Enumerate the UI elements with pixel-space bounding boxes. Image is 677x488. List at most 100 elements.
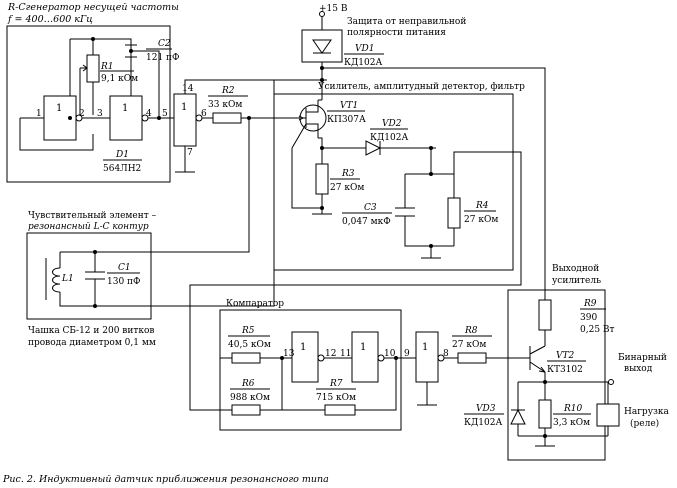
r10-value: 3,3 кОм — [553, 418, 590, 428]
c1-capacitor — [85, 271, 105, 280]
r6-resistor — [231, 404, 261, 416]
r9-resistor — [538, 299, 552, 331]
r10-resistor — [538, 399, 552, 429]
r6-value: 988 кОм — [230, 393, 270, 403]
core-note: Чашка СБ-12 и 200 витков — [28, 326, 154, 336]
d1-value: 564ЛН2 — [103, 164, 141, 174]
generator-title: R-Сгенератор несущей частоты — [7, 2, 179, 13]
l1-coil — [52, 267, 61, 293]
c3-capacitor — [395, 207, 415, 217]
output-gate — [415, 331, 439, 383]
sensor-title: Чувствительный элемент – — [28, 211, 157, 221]
pin-6: 6 — [201, 109, 207, 119]
r10-ref: R10 — [563, 404, 583, 414]
r1-wiper-arrow — [80, 64, 88, 72]
r8-resistor — [457, 352, 487, 364]
pin-5: 5 — [162, 109, 168, 119]
r8-value: 27 кОм — [452, 340, 486, 350]
comparator-gate-a — [291, 331, 319, 383]
vt2-transistor — [529, 345, 546, 373]
vd1-value: КД102А — [344, 58, 382, 68]
r9-value: 390 — [580, 313, 597, 323]
sensor-frame — [26, 232, 152, 320]
r7-resistor — [324, 404, 356, 416]
load-label-2: (реле) — [630, 418, 659, 429]
c3-ref: C3 — [364, 203, 377, 213]
r8-ref: R8 — [464, 326, 478, 336]
c2-value: 121 пФ — [146, 53, 180, 63]
l1-ref: L1 — [61, 274, 74, 284]
r5-resistor — [231, 352, 261, 364]
r4-ref: R4 — [475, 201, 489, 211]
d1-gate-a-symbol: 1 — [56, 103, 62, 114]
load-relay — [596, 403, 620, 427]
pin-3: 3 — [97, 109, 103, 119]
core-note-2: провода диаметром 0,1 мм — [28, 338, 156, 348]
binary-output-label-2: выход — [624, 364, 653, 374]
output-amp-title: Выходной — [552, 264, 599, 274]
c1-ref: C1 — [118, 263, 131, 273]
pin-14: 14 — [182, 84, 194, 94]
vd1-ref: VD1 — [355, 44, 374, 54]
comparator-gate-b-symbol: 1 — [360, 342, 366, 353]
generator-frame — [6, 25, 171, 183]
vd3-value: КД102А — [464, 418, 502, 428]
power-terminal — [319, 11, 325, 17]
comparator-frame — [219, 309, 402, 431]
r5-ref: R5 — [241, 326, 255, 336]
d1-ref: D1 — [115, 150, 129, 160]
comparator-gate-a-symbol: 1 — [300, 342, 306, 353]
r7-ref: R7 — [329, 379, 343, 389]
c3-value: 0,047 мкФ — [342, 217, 391, 227]
vt1-ref: VT1 — [340, 101, 358, 111]
vt2-value: КТ3102 — [547, 365, 583, 375]
pin-10: 10 — [384, 349, 396, 359]
vd2-diode — [365, 140, 382, 156]
r9-power: 0,25 Вт — [580, 325, 615, 335]
r6-ref: R6 — [241, 379, 255, 389]
output-amp-frame — [507, 289, 606, 461]
pin-12: 12 — [325, 349, 336, 359]
r7-value: 715 кОм — [316, 393, 356, 403]
pin-2: 2 — [79, 109, 85, 119]
r9-ref: R9 — [583, 299, 597, 309]
binary-output-terminal — [608, 379, 614, 385]
vd1-diode — [312, 39, 332, 54]
generator-freq: f = 400…600 кГц — [7, 14, 93, 25]
protection-title-2: полярности питания — [347, 28, 446, 38]
vd2-ref: VD2 — [382, 119, 402, 129]
c1-value: 130 пФ — [107, 277, 141, 287]
vd3-ref: VD3 — [476, 404, 496, 414]
r5-value: 40,5 кОм — [228, 340, 271, 350]
binary-output-label: Бинарный — [618, 353, 667, 363]
output-amp-title-2: усилитель — [552, 276, 601, 286]
power-label: +15 В — [319, 4, 348, 14]
r3-ref: R3 — [341, 169, 355, 179]
pin-13: 13 — [283, 349, 295, 359]
vt2-ref: VT2 — [556, 351, 575, 361]
r2-ref: R2 — [221, 86, 235, 96]
r3-resistor — [315, 163, 329, 195]
output-gate-symbol: 1 — [422, 342, 428, 353]
d1-gate-b-symbol: 1 — [122, 103, 128, 114]
r1-resistor — [86, 54, 100, 83]
vd2-value: КД102А — [370, 133, 408, 143]
pin-8: 8 — [443, 349, 449, 359]
d1-gate-b — [109, 95, 143, 141]
r4-resistor — [447, 197, 461, 229]
pin-1: 1 — [36, 109, 42, 119]
protection-title: Защита от неправильной — [347, 17, 466, 27]
r2-value: 33 кОм — [208, 100, 242, 110]
comparator-gate-b — [351, 331, 379, 383]
c2-ref: C2 — [158, 39, 171, 49]
amplifier-title: Усилитель, амплитудный детектор, фильтр — [318, 82, 525, 92]
vd1-box — [301, 29, 343, 63]
vt1-value: КП307А — [327, 115, 366, 125]
pin-9: 9 — [404, 349, 410, 359]
r3-value: 27 кОм — [330, 183, 364, 193]
sensor-title-2: резонансный L-C контур — [28, 222, 149, 232]
pin-4: 4 — [146, 109, 152, 119]
r4-value: 27 кОм — [464, 215, 498, 225]
pin-7: 7 — [187, 148, 193, 158]
